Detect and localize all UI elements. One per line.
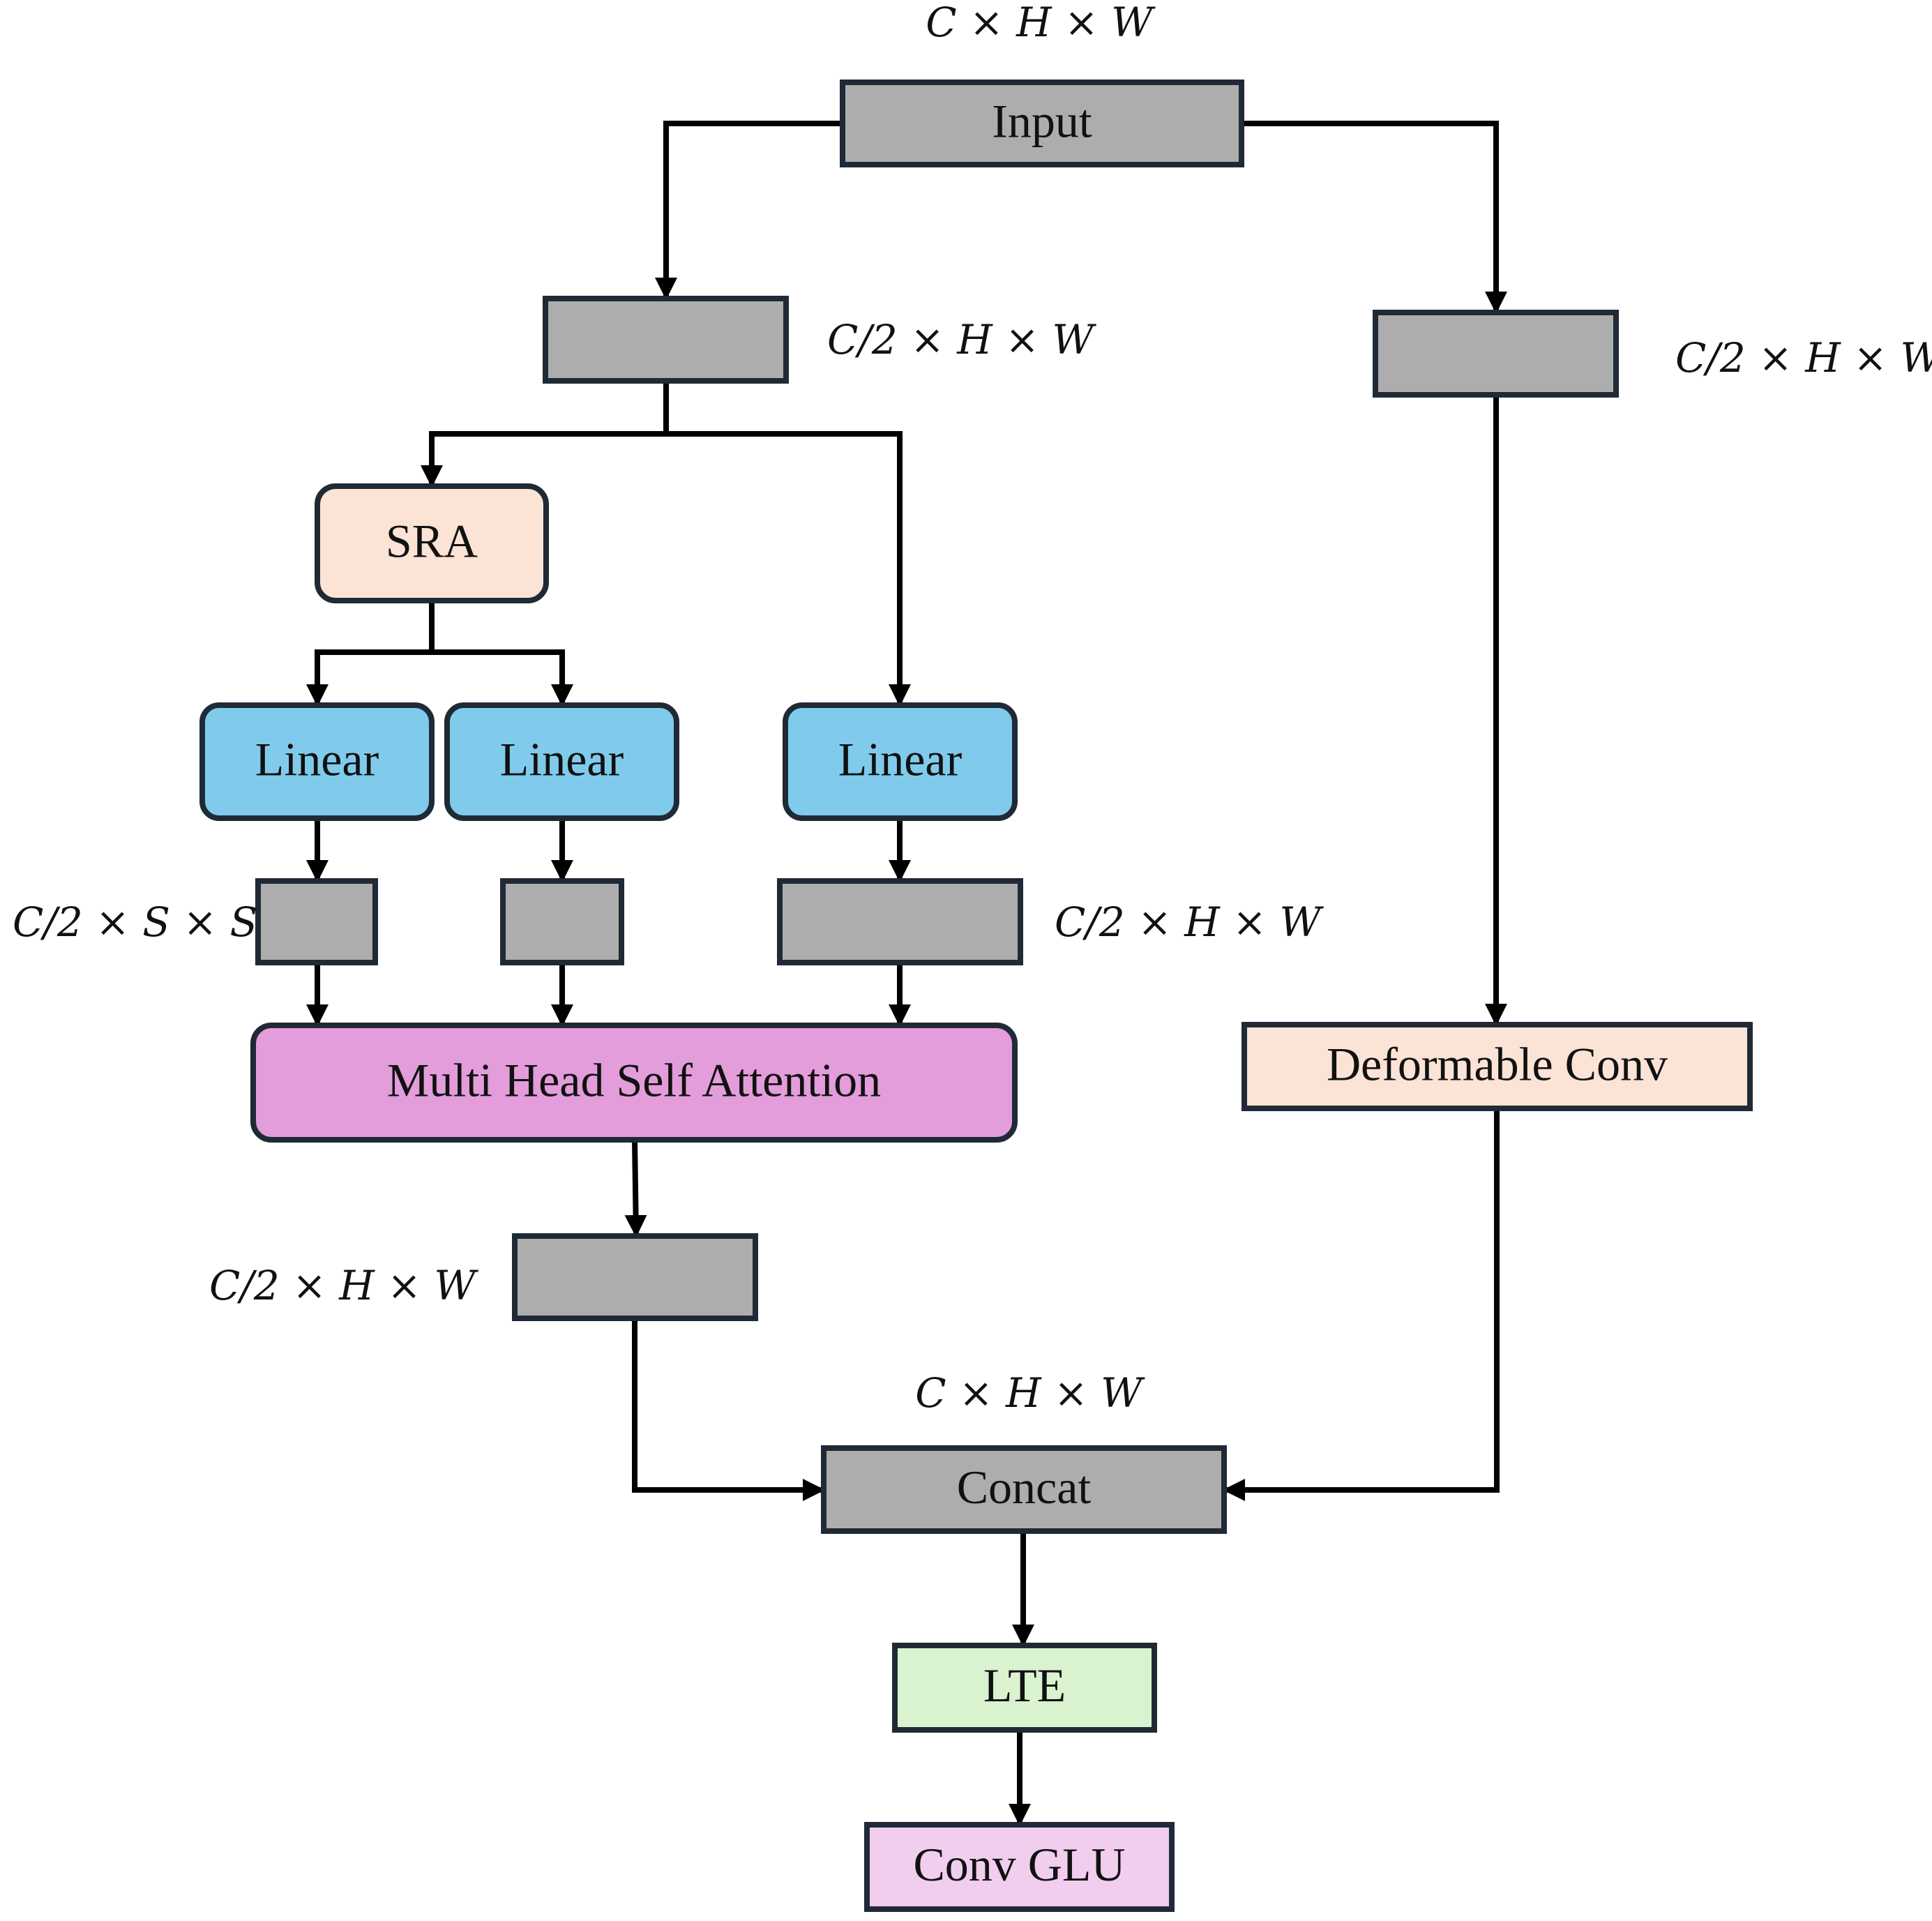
edge-layer (306, 121, 1507, 1826)
node-conv-glu-label: Conv GLU (913, 1838, 1125, 1891)
node-input-label: Input (992, 95, 1092, 148)
node-linear-v-label: Linear (500, 733, 624, 786)
dim-label-right-split: C/2 × H × W (1675, 334, 1932, 382)
node-linear-v: Linear (444, 702, 679, 821)
node-linear-q-label: Linear (838, 733, 963, 786)
node-lte-box (892, 1643, 1157, 1733)
edge-attn-out-to-concat (632, 1318, 825, 1501)
node-lte-label: LTE (983, 1659, 1066, 1712)
node-mhsa: Multi Head Self Attention (250, 1023, 1018, 1143)
node-feat-v (500, 878, 624, 965)
node-deform-conv-box (1242, 1022, 1753, 1111)
node-input-box (840, 80, 1244, 167)
node-right-split-box (1373, 310, 1619, 398)
node-feat-k-box (255, 878, 378, 965)
node-feat-q (777, 878, 1023, 965)
edge-input-to-right-split (1242, 121, 1507, 314)
edge-left-split-to-sra (421, 381, 669, 488)
node-left-split (543, 296, 789, 384)
node-lte: LTE (892, 1643, 1157, 1733)
node-linear-v-box (444, 702, 679, 821)
node-concat: Concat (821, 1445, 1227, 1534)
node-deform-conv: Deformable Conv (1242, 1022, 1753, 1111)
node-linear-k-label: Linear (255, 733, 379, 786)
edge-input-to-left-split (655, 121, 843, 300)
node-conv-glu: Conv GLU (864, 1822, 1175, 1912)
dim-layer: C × H × W C/2 × H × W C/2 × H × W C/2 × S ×… (13, 0, 1932, 1417)
edge-mhsa-to-attn-out (624, 1139, 647, 1237)
node-conv-glu-box (864, 1822, 1175, 1912)
node-linear-q: Linear (783, 702, 1018, 821)
node-attn-out (512, 1233, 758, 1321)
node-feat-v-box (500, 878, 624, 965)
node-mhsa-label: Multi Head Self Attention (387, 1054, 881, 1107)
node-concat-label: Concat (957, 1461, 1092, 1514)
node-sra: SRA (315, 483, 549, 603)
node-mhsa-box (250, 1023, 1018, 1143)
node-attn-out-box (512, 1233, 758, 1321)
node-feat-k (255, 878, 378, 965)
node-right-split (1373, 310, 1619, 398)
node-linear-q-box (783, 702, 1018, 821)
node-input: Input (840, 80, 1244, 167)
node-linear-k: Linear (199, 702, 435, 821)
edge-left-split-to-linear-q (666, 431, 911, 707)
node-linear-k-box (199, 702, 435, 821)
edge-sra-to-linear-k (306, 601, 435, 707)
node-concat-box (821, 1445, 1227, 1534)
node-sra-box (315, 483, 549, 603)
edge-sra-to-linear-v (432, 649, 573, 707)
node-left-split-box (543, 296, 789, 384)
dim-label-left-split: C/2 × H × W (827, 316, 1096, 363)
node-feat-q-box (777, 878, 1023, 965)
dim-label-kv-tokens: C/2 × S × S (13, 898, 257, 946)
node-sra-label: SRA (386, 515, 478, 568)
dim-label-q-tokens: C/2 × H × W (1055, 898, 1324, 946)
dim-label-input: C × H × W (926, 0, 1156, 46)
dim-label-concat: C × H × W (915, 1369, 1145, 1417)
node-deform-conv-label: Deformable Conv (1327, 1038, 1668, 1091)
edge-deform-conv-to-concat (1223, 1108, 1500, 1501)
dim-label-attn-out: C/2 × H × W (209, 1262, 478, 1309)
